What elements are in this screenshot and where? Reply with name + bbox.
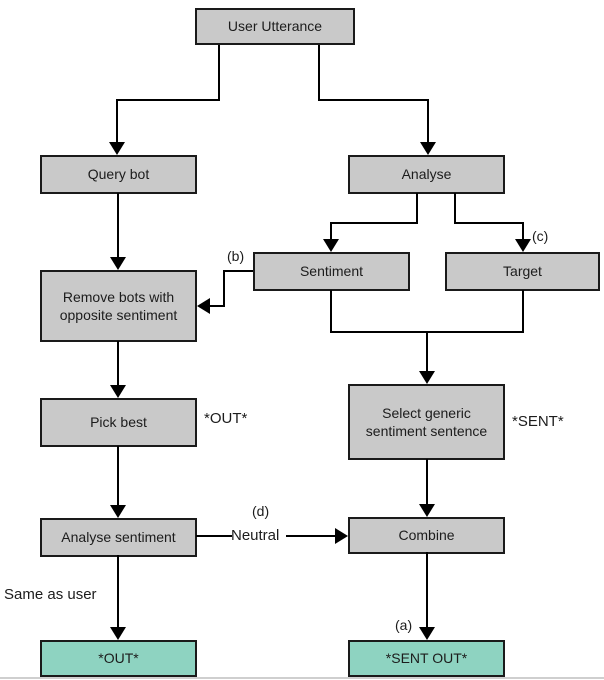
arrowhead-to-pick-best	[110, 385, 126, 398]
arrowhead-to-remove-bots	[110, 257, 126, 270]
annotation-d: (d)	[252, 503, 270, 519]
arrowhead-into-combine	[335, 528, 348, 544]
connector-analyse-left-stub	[416, 193, 418, 224]
node-combine: Combine	[348, 517, 505, 554]
arrowhead-to-combine-top	[419, 504, 435, 517]
arrowhead-to-analyse	[420, 142, 436, 155]
node-user-utterance: User Utterance	[195, 8, 355, 45]
annotation-b: (b)	[227, 248, 245, 264]
arrowhead-into-remove-bots	[197, 298, 210, 314]
node-analyse: Analyse	[348, 155, 505, 194]
connector-to-sentout-terminal	[426, 552, 428, 628]
node-query-bot: Query bot	[40, 155, 197, 194]
connector-querybot-to-removebots	[117, 193, 119, 258]
annotation-sent-marker: *SENT*	[512, 413, 564, 430]
annotation-a: (a)	[395, 617, 413, 633]
arrowhead-to-query-bot	[109, 142, 125, 155]
annotation-same-as-user: Same as user	[4, 586, 97, 603]
connector-analyse-to-target-horizontal	[454, 222, 524, 224]
node-target: Target	[445, 252, 600, 291]
connector-target-down	[522, 290, 524, 333]
connector-merge-to-select	[426, 331, 428, 372]
arrowhead-to-target	[515, 239, 531, 252]
connector-uu-left-stub	[218, 45, 220, 101]
connector-uu-left-horizontal	[116, 99, 220, 101]
arrowhead-to-out	[110, 627, 126, 640]
annotation-neutral: Neutral	[231, 527, 280, 544]
connector-sentiment-b-vertical	[223, 270, 225, 307]
connector-to-out-terminal	[117, 555, 119, 628]
node-analyse-sentiment: Analyse sentiment	[40, 518, 197, 557]
connector-sentiment-b-horizontal	[223, 270, 253, 272]
node-sentiment: Sentiment	[253, 252, 410, 291]
connector-analyse-to-sentiment-horizontal	[330, 222, 418, 224]
connector-sentiment-down	[330, 290, 332, 333]
connector-neutral-right	[286, 535, 336, 537]
node-out-terminal: *OUT*	[40, 640, 197, 677]
arrowhead-to-sent-out	[419, 627, 435, 640]
arrowhead-to-select-generic	[419, 371, 435, 384]
connector-select-to-combine	[426, 459, 428, 505]
connector-down-to-sentiment	[330, 222, 332, 240]
node-select-generic-sentence: Select generic sentiment sentence	[348, 384, 505, 460]
connector-uu-to-analyse	[427, 99, 429, 143]
page-edge-line	[0, 677, 604, 679]
arrowhead-to-analyse-sentiment	[110, 505, 126, 518]
connector-analyse-right-stub	[454, 193, 456, 224]
annotation-c: (c)	[532, 228, 549, 244]
connector-removebots-to-pickbest	[117, 341, 119, 386]
connector-b-into-removebots	[208, 305, 224, 307]
annotation-out-marker: *OUT*	[204, 410, 248, 427]
node-sent-out-terminal: *SENT OUT*	[348, 640, 505, 677]
connector-neutral-left	[196, 535, 232, 537]
node-remove-bots: Remove bots with opposite sentiment	[40, 270, 197, 342]
connector-uu-to-querybot	[116, 99, 118, 143]
connector-down-to-target	[522, 222, 524, 240]
node-pick-best: Pick best	[40, 398, 197, 447]
connector-uu-right-horizontal	[318, 99, 429, 101]
arrowhead-to-sentiment	[323, 239, 339, 252]
connector-uu-right-stub	[318, 45, 320, 101]
connector-pickbest-to-analysesentiment	[117, 446, 119, 506]
